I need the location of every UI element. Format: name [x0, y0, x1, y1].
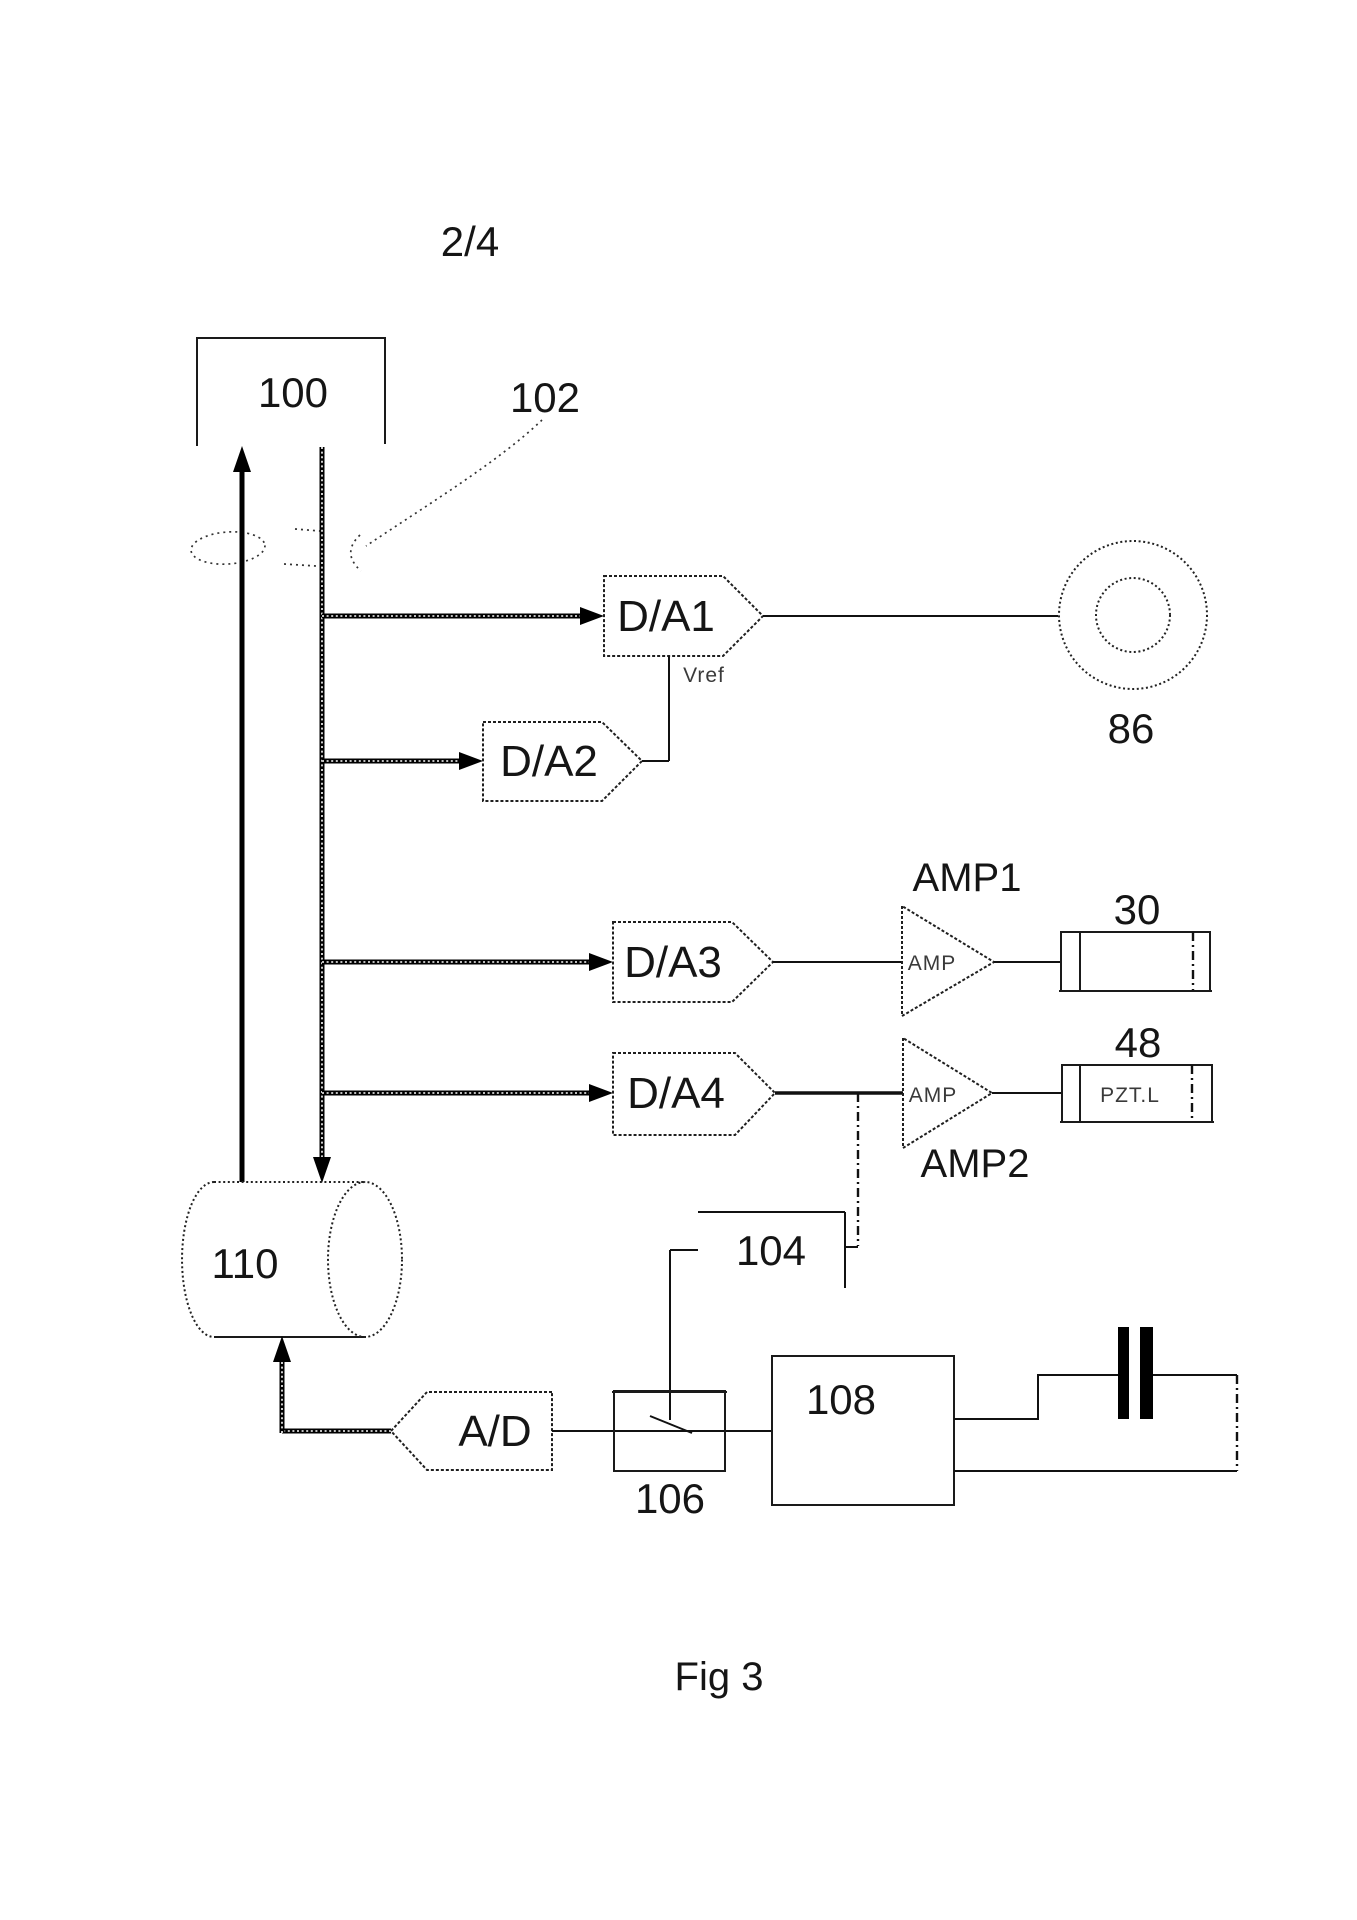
- arrowhead-da4: [589, 1084, 613, 1102]
- amp1-amplifier: AMP AMP1: [901, 856, 1022, 1018]
- da4-converter: D/A4: [612, 1052, 777, 1136]
- cylinder-110-label: 110: [212, 1240, 279, 1287]
- break-dash-top: [294, 528, 321, 532]
- circle-86-label: 86: [1108, 705, 1155, 752]
- adc-return-path: [273, 1336, 391, 1434]
- da2-label: D/A2: [500, 737, 598, 786]
- capacitor-right-plate: [1140, 1327, 1153, 1419]
- break-dash-bottom: [283, 563, 317, 567]
- da4-label: D/A4: [627, 1069, 725, 1118]
- cylinder-110: 110: [181, 1181, 403, 1338]
- amp1-symbol-text: AMP: [908, 952, 957, 975]
- block-100-label: 100: [258, 369, 328, 416]
- da2-converter: D/A2: [482, 721, 644, 802]
- arrowhead-down-into-110: [313, 1157, 331, 1183]
- amp2-amplifier: AMP AMP2: [902, 1036, 1030, 1186]
- callout-104-label: 104: [736, 1227, 806, 1274]
- arrowhead-up-into-110: [273, 1336, 291, 1362]
- tap-104: 104: [669, 1093, 860, 1420]
- bus-break-arc: [349, 534, 362, 572]
- data-bus: [313, 447, 613, 1183]
- amp2-label: AMP2: [921, 1142, 1030, 1186]
- bus-reference-102: 102: [190, 374, 580, 572]
- adc-block: A/D: [389, 1391, 553, 1471]
- adc-label: A/D: [458, 1407, 531, 1456]
- da1-label: D/A1: [617, 592, 715, 641]
- arrowhead-da3: [589, 953, 613, 971]
- switch-box-106: 106: [612, 1390, 727, 1522]
- block-100: 100: [196, 337, 386, 446]
- feedback-line: [233, 446, 251, 1182]
- vref-link: Vref: [642, 656, 725, 762]
- arrowhead-up-into-100: [233, 446, 251, 472]
- figure-caption: Fig 3: [675, 1655, 764, 1699]
- arrowhead-da2: [459, 752, 483, 770]
- capacitor-circuit: [954, 1327, 1239, 1472]
- da3-label: D/A3: [624, 938, 722, 987]
- sheet-number-label: 2/4: [441, 218, 499, 265]
- switch-blade: [649, 1415, 693, 1434]
- actuator-box-48: PZT.L 48: [1060, 1019, 1214, 1123]
- bus-102-label: 102: [510, 374, 580, 421]
- feedback-break-loop: [190, 530, 266, 566]
- da3-converter: D/A3: [612, 921, 775, 1003]
- da1-converter: D/A1: [603, 575, 765, 657]
- capacitor-left-plate: [1118, 1327, 1129, 1419]
- arrowhead-da1: [580, 607, 604, 625]
- vref-label: Vref: [683, 664, 725, 687]
- box-30-label: 30: [1114, 886, 1161, 933]
- actuator-box-30: 30: [1059, 886, 1212, 992]
- switch-106-label: 106: [635, 1475, 705, 1522]
- amp1-label: AMP1: [913, 856, 1022, 900]
- block-108: 108: [771, 1355, 955, 1506]
- amp2-symbol-text: AMP: [909, 1084, 958, 1107]
- block-108-label: 108: [806, 1376, 876, 1423]
- box-48-label: 48: [1115, 1019, 1162, 1066]
- bus-102-leader-line: [365, 419, 543, 547]
- pzt-label: PZT.L: [1100, 1084, 1160, 1107]
- circle-86: 86: [1058, 540, 1208, 752]
